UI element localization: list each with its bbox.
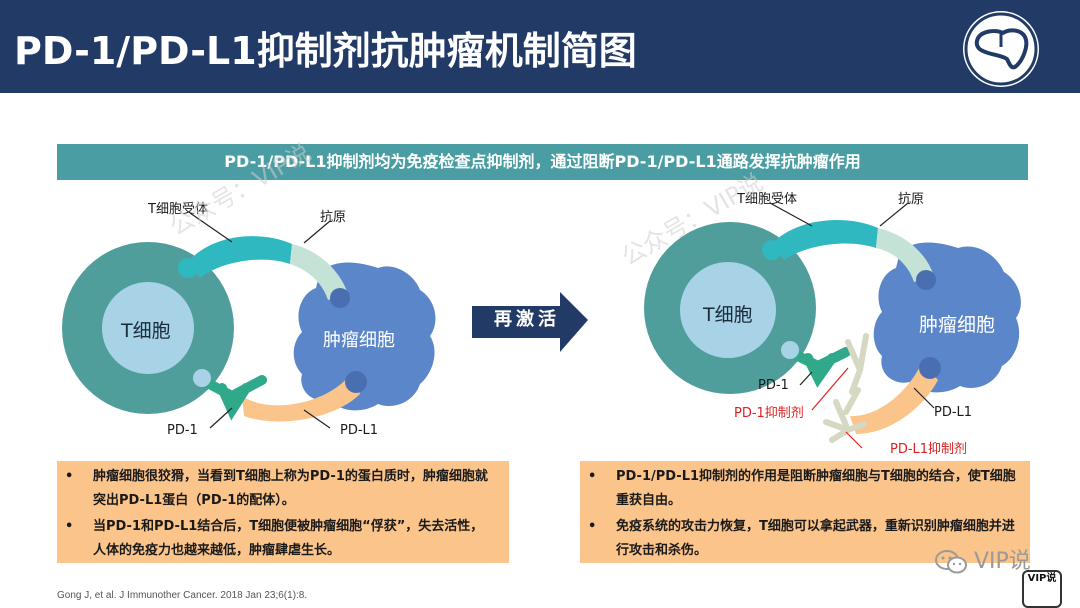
left-pd1-anchor <box>193 369 211 387</box>
right-pdl1-label: PD-L1 <box>934 405 973 420</box>
left-t-cell-label: T细胞 <box>121 320 171 342</box>
right-pd1-label: PD-1 <box>758 378 789 393</box>
left-tumor-cell-label: 肿瘤细胞 <box>323 330 395 351</box>
left-explanation-box: 肿瘤细胞很狡猾，当看到T细胞上称为PD-1的蛋白质时，肿瘤细胞就突出PD-L1蛋… <box>57 461 509 563</box>
right-pd1 <box>785 347 851 388</box>
left-t-cell-nucleus <box>102 282 194 374</box>
left-tcr <box>188 236 292 278</box>
mechanism-diagram <box>62 202 1021 449</box>
left-pdl1-base <box>345 371 367 393</box>
header-bar: PD-1/PD-L1抑制剂抗肿瘤机制简图 <box>0 0 1080 93</box>
left-pd1-label: PD-1 <box>167 423 198 438</box>
right-pdl1 <box>850 362 938 434</box>
right-tcr <box>772 220 878 260</box>
liver-icon <box>964 12 1038 86</box>
left-bullet-2: 当PD-1和PD-L1结合后，T细胞便被肿瘤细胞“俘获”，失去活性，人体的免疫力… <box>57 515 493 563</box>
right-pdl1-antibody <box>823 399 867 443</box>
right-t-cell-label: T细胞 <box>703 304 753 326</box>
summary-banner: PD-1/PD-L1抑制剂均为免疫检查点抑制剂，通过阻断PD-1/PD-L1通路… <box>57 144 1028 180</box>
right-t-cell-nucleus <box>680 262 776 358</box>
right-tumor-cell <box>873 242 1021 393</box>
liver-logo <box>963 11 1039 87</box>
left-antigen-label: 抗原 <box>320 210 347 225</box>
citation: Gong J, et al. J Immunother Cancer. 2018… <box>57 590 308 601</box>
left-bullet-1: 肿瘤细胞很狡猾，当看到T细胞上称为PD-1的蛋白质时，肿瘤细胞就突出PD-L1蛋… <box>57 465 493 513</box>
reactivate-label: 再激活 <box>494 309 560 330</box>
reactivate-arrow <box>472 292 588 352</box>
right-pdl1-inhibitor-label: PD-L1抑制剂 <box>890 442 968 457</box>
right-explanation-box: PD-1/PD-L1抑制剂的作用是阻断肿瘤细胞与T细胞的结合，使T细胞重获自由。… <box>580 461 1030 563</box>
right-tumor-cell-label: 肿瘤细胞 <box>919 314 996 336</box>
right-antigen <box>876 228 934 282</box>
left-antigen <box>290 244 348 300</box>
vip-badge: VIP说 <box>1022 570 1062 608</box>
right-bullet-2: 免疫系统的攻击力恢复，T细胞可以拿起武器，重新识别肿瘤细胞并进行攻击和杀伤。 <box>580 515 1016 563</box>
right-pd1-anchor <box>781 341 799 359</box>
left-antigen-base <box>330 288 350 308</box>
wechat-watermark: VIP说 <box>935 543 1031 575</box>
left-pdl1 <box>242 372 360 422</box>
right-pd1-inhibitor-label: PD-1抑制剂 <box>734 406 804 421</box>
page-title: PD-1/PD-L1抑制剂抗肿瘤机制简图 <box>14 29 637 73</box>
right-antigen-base <box>916 270 936 290</box>
left-tcr-label: T细胞受体 <box>148 202 208 217</box>
left-tcr-anchor <box>178 258 198 278</box>
right-antigen-label: 抗原 <box>898 192 925 207</box>
right-tcr-anchor <box>762 240 782 260</box>
wechat-label: VIP说 <box>974 549 1031 574</box>
left-pdl1-label: PD-L1 <box>340 423 379 438</box>
left-pd1 <box>197 375 267 421</box>
right-pdl1-base <box>919 357 941 379</box>
right-tcr-label: T细胞受体 <box>737 192 797 207</box>
right-bullet-1: PD-1/PD-L1抑制剂的作用是阻断肿瘤细胞与T细胞的结合，使T细胞重获自由。 <box>580 465 1016 513</box>
right-pd1-antibody <box>843 333 869 415</box>
wechat-icon <box>935 550 967 574</box>
